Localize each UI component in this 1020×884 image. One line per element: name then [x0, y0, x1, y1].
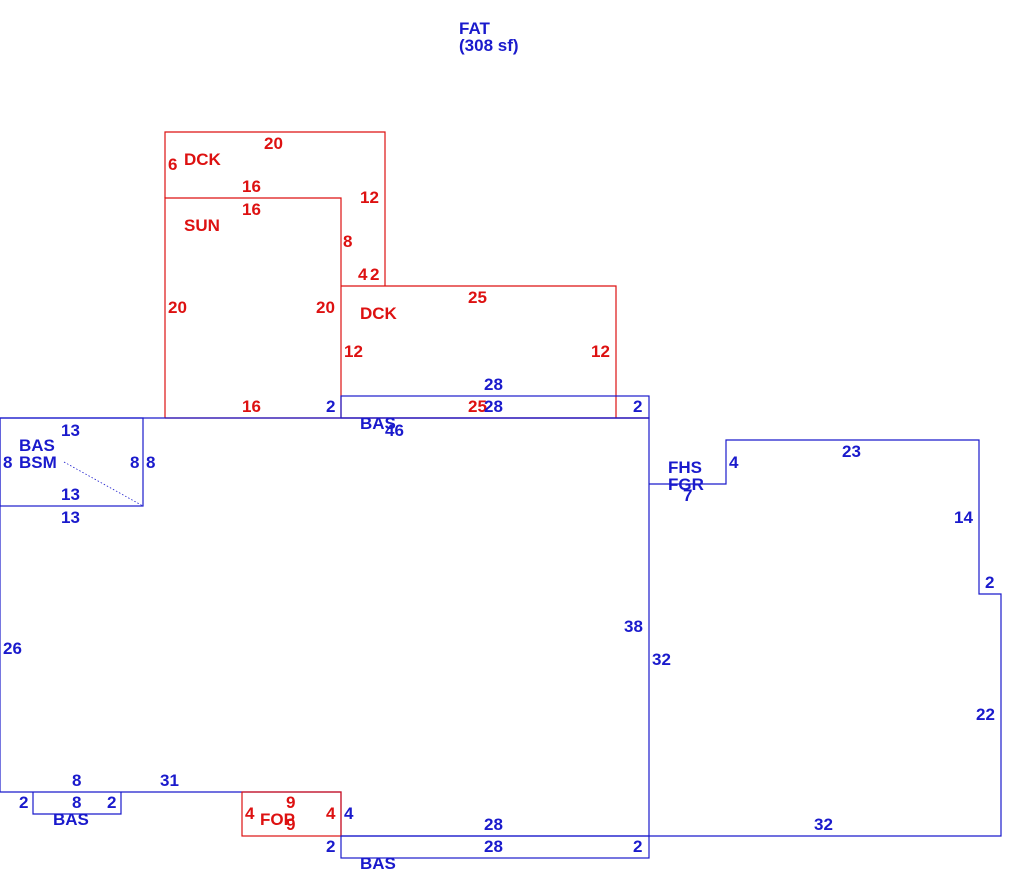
dim-label: 8	[146, 453, 155, 472]
porch-outline	[241, 791, 342, 837]
dim-label: 28	[484, 837, 503, 856]
dim-label: 16	[242, 200, 261, 219]
dim-label: 9	[286, 793, 295, 812]
dim-label: 28	[484, 375, 503, 394]
dim-label: 25	[468, 288, 487, 307]
dim-label: 2	[985, 573, 994, 592]
dim-label: 8	[130, 453, 139, 472]
dim-label: 2	[107, 793, 116, 812]
dim-label: 9	[286, 815, 295, 834]
dim-label: 32	[814, 815, 833, 834]
dim-label: 26	[3, 639, 22, 658]
dim-label: 4	[358, 265, 368, 284]
main-outline	[0, 417, 650, 837]
garage-label-fhs: FHS	[668, 458, 702, 477]
dim-label: 23	[842, 442, 861, 461]
deck-upper-outline	[164, 131, 386, 286]
dim-label: 4	[245, 804, 255, 823]
dim-label: 8	[3, 453, 12, 472]
bay-small-outline	[32, 792, 122, 815]
area-code-label: FAT	[459, 19, 490, 38]
garage-label-fgr: FGR	[668, 475, 704, 494]
basement-diagonal	[63, 461, 144, 507]
dim-label: 2	[326, 397, 335, 416]
dim-label: 12	[344, 342, 363, 361]
dim-label: 13	[61, 485, 80, 504]
deck-upper-code: DCK	[184, 150, 222, 169]
dim-label: 46	[385, 421, 404, 440]
deck-lower-code: DCK	[360, 304, 398, 323]
dim-label: 31	[160, 771, 179, 790]
dim-label: 20	[168, 298, 187, 317]
dim-label: 2	[370, 265, 379, 284]
dim-label: 2	[326, 837, 335, 856]
dim-label: 2	[633, 837, 642, 856]
dim-label: 22	[976, 705, 995, 724]
dim-label: 4	[326, 804, 336, 823]
dim-label: 13	[61, 421, 80, 440]
bay-small-code: BAS	[53, 810, 89, 829]
base-strip-bottom-outline	[340, 835, 650, 859]
dim-label: 16	[242, 397, 261, 416]
sunroom-code: SUN	[184, 216, 220, 235]
dim-label: 8	[343, 232, 352, 251]
dim-label: 38	[624, 617, 643, 636]
base-strip-bottom-code: BAS	[360, 854, 396, 873]
basement-label-bsm: BSM	[19, 453, 57, 472]
dim-label: 32	[652, 650, 671, 669]
porch-code: FOP	[260, 810, 295, 829]
base-strip-top-outline	[340, 395, 650, 419]
dim-label: 8	[72, 793, 81, 812]
dim-label: 8	[72, 771, 81, 790]
basement-label-bas: BAS	[19, 436, 55, 455]
dim-label: 13	[61, 508, 80, 527]
dim-label: 6	[168, 155, 177, 174]
area-total-label: (308 sf)	[459, 36, 519, 55]
dim-label: 16	[242, 177, 261, 196]
dim-label: 28	[484, 397, 503, 416]
base-strip-top-code: BAS	[360, 414, 396, 433]
dim-label: 25	[468, 397, 487, 416]
dim-label: 20	[264, 134, 283, 153]
sunroom-outline	[164, 197, 342, 418]
dim-label: 20	[316, 298, 335, 317]
dim-label: 7	[683, 486, 692, 505]
dim-label: 4	[344, 804, 354, 823]
dim-label: 2	[633, 397, 642, 416]
dim-label: 28	[484, 815, 503, 834]
deck-lower-outline	[341, 285, 617, 418]
dim-label: 12	[591, 342, 610, 361]
dim-label: 14	[954, 508, 973, 527]
dim-label: 4	[729, 453, 739, 472]
dim-label: 12	[360, 188, 379, 207]
basement-outline	[0, 417, 144, 507]
garage-outline	[649, 439, 1002, 837]
dim-label: 2	[19, 793, 28, 812]
